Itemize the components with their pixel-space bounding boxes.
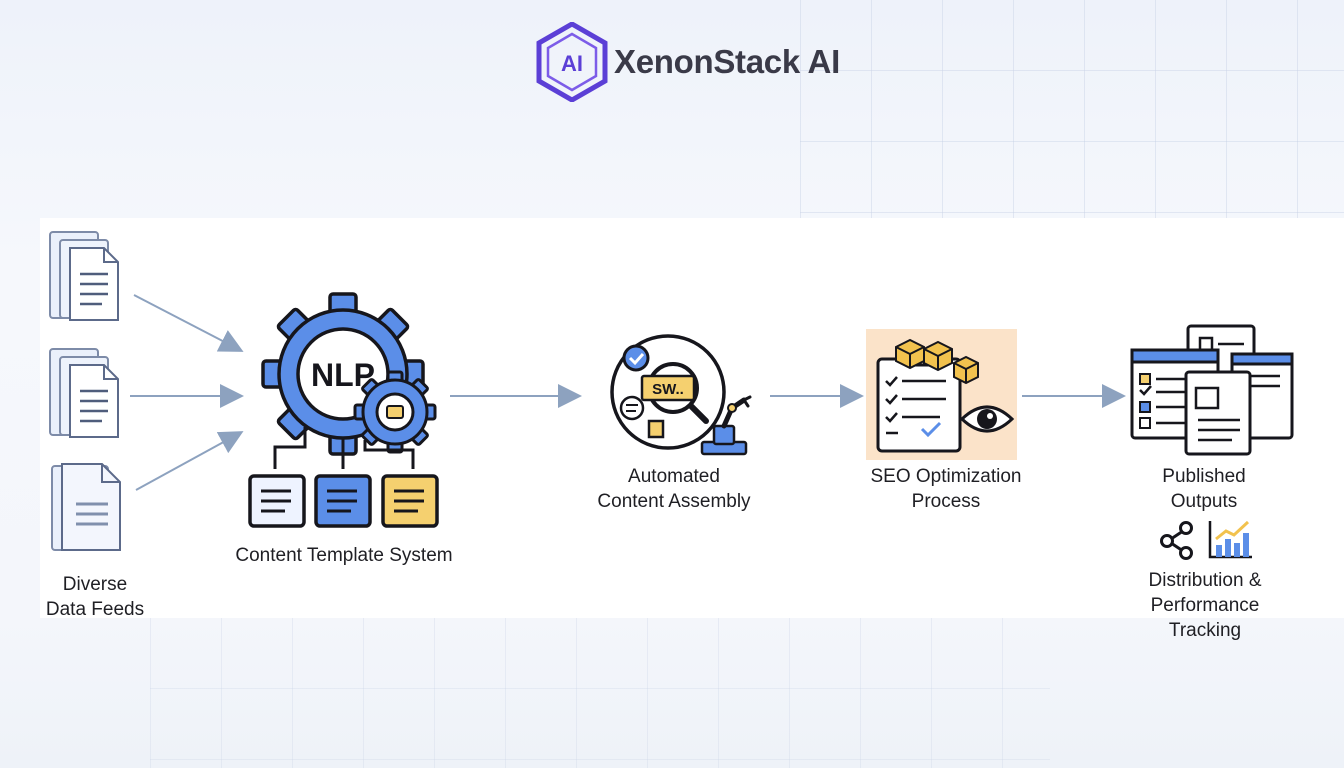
background-grid-top (800, 0, 1344, 220)
distribution-label: Distribution & Performance Tracking (1148, 570, 1262, 641)
seo-label: SEO Optimization Process (870, 466, 1022, 512)
arrow-feed-1 (133, 294, 244, 352)
template-card-icon (381, 474, 439, 528)
assembly-label: Automated Content Assembly (597, 466, 751, 512)
brand-logo: AI XenonStack AI (536, 22, 840, 102)
template-card-icon (314, 474, 372, 528)
robot-arm-icon (700, 395, 752, 456)
checklist-icon (876, 351, 962, 453)
document-stack-icon (49, 231, 119, 321)
template-card-icon (248, 474, 306, 528)
checkmark-icon (622, 344, 650, 372)
document-icon (51, 463, 121, 551)
automated-content-assembly-graphic: SW.. (610, 334, 752, 456)
gear-icon (353, 370, 437, 454)
documents-icon (1130, 324, 1294, 456)
screen-text: SW.. (652, 381, 684, 398)
document-stack-icon (49, 348, 119, 438)
background-grid-bottom (150, 618, 1050, 768)
chat-bubble-icon (619, 395, 645, 421)
content-template-system-graphic: NLP (248, 292, 439, 528)
arrow-feed-3 (135, 431, 244, 491)
template-label: Content Template System (235, 545, 453, 566)
eye-icon (959, 405, 1015, 433)
gear-icon: NLP (261, 292, 425, 456)
seo-optimization-graphic (876, 338, 1015, 453)
logo-mark-text: AI (561, 51, 583, 76)
brand-name: XenonStack AI (614, 43, 840, 80)
hexagon-logo-icon: AI (536, 22, 608, 102)
bar-chart-icon (1208, 520, 1252, 559)
box-icon (895, 338, 979, 385)
share-icon (1160, 521, 1193, 560)
feeds-label: Diverse Data Feeds (45, 574, 145, 620)
published-label: Published Outputs (1162, 466, 1246, 512)
